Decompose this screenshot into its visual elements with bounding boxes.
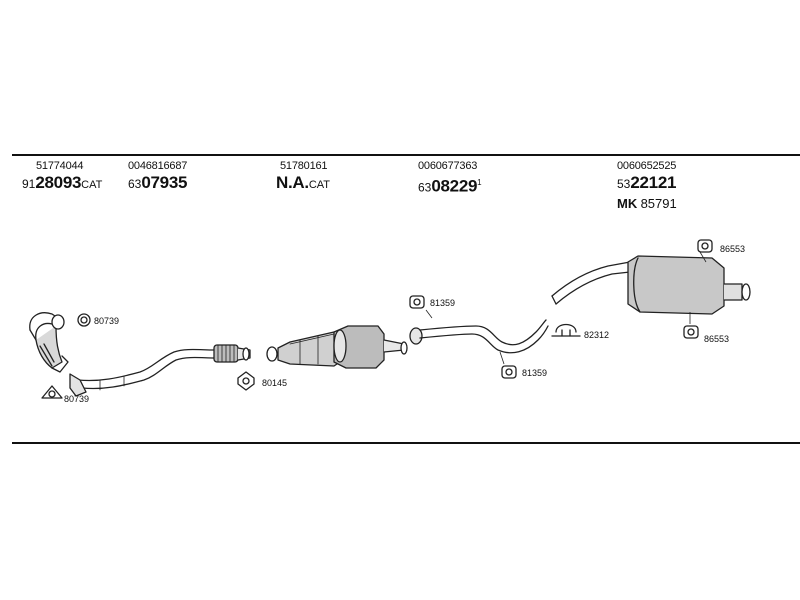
- code-prefix: 63: [128, 177, 142, 191]
- flex-pipe: [213, 344, 251, 363]
- code-suffix: 1: [477, 178, 482, 187]
- gasket-80145: [237, 371, 255, 391]
- callout-86553-top: 86553: [720, 244, 745, 254]
- callout-81359-bottom: 81359: [522, 368, 547, 378]
- part-code: 6307935: [128, 173, 187, 194]
- bottom-rule: [12, 442, 800, 444]
- part-column-1: 51774044 9128093CAT: [22, 160, 102, 195]
- oem-number: 0046816687: [128, 160, 188, 172]
- code-main: 07935: [141, 173, 188, 192]
- callout-82312: 82312: [584, 330, 609, 340]
- clamp-82312: [551, 323, 581, 337]
- callout-86553-bottom: 86553: [704, 334, 729, 344]
- oem-number: 51774044: [36, 160, 84, 172]
- code-suffix: CAT: [81, 179, 103, 191]
- hanger-81359-bottom: [501, 365, 517, 379]
- oem-number: 0060652525: [617, 160, 677, 172]
- gasket-80739-bottom: [41, 385, 63, 399]
- part-code: N.A.CAT: [276, 173, 330, 195]
- part-column-3: 51780161 N.A.CAT: [276, 160, 330, 195]
- code-suffix: CAT: [308, 179, 330, 191]
- code-main: 22121: [630, 173, 677, 192]
- hanger-86553-top: [697, 239, 713, 253]
- part-column-2: 0046816687 6307935: [128, 160, 187, 194]
- part-code: 9128093CAT: [22, 173, 102, 195]
- mk-number: 85791: [640, 196, 677, 211]
- leader-line: [499, 351, 505, 365]
- manifold-pipe: [29, 312, 69, 373]
- oem-number: 51780161: [280, 160, 328, 172]
- mounting-kit-code: MK 85791: [617, 196, 677, 211]
- middle-silencer: [333, 325, 408, 369]
- callout-81359-top: 81359: [430, 298, 455, 308]
- oem-number: 0060677363: [418, 160, 478, 172]
- leader-line: [699, 251, 707, 263]
- mk-prefix: MK: [617, 196, 638, 211]
- center-pipe: [409, 319, 549, 354]
- code-main: N.A.: [276, 173, 309, 192]
- part-column-5: 0060652525 5322121 MK 85791: [617, 160, 677, 211]
- hanger-81359-top: [409, 295, 425, 309]
- clamp-80739-top: [77, 313, 91, 327]
- hanger-86553-bottom: [683, 325, 699, 339]
- callout-80739-top: 80739: [94, 316, 119, 326]
- code-main: 08229: [431, 176, 478, 196]
- code-prefix: 91: [22, 177, 36, 191]
- code-prefix: 63: [418, 180, 432, 195]
- top-rule: [12, 154, 800, 156]
- part-column-4: 0060677363 63082291: [418, 160, 482, 197]
- part-code: 63082291: [418, 173, 482, 197]
- leader-line: [425, 309, 433, 319]
- code-main: 28093: [35, 173, 82, 192]
- rear-silencer: [551, 255, 751, 315]
- callout-80739-bottom: 80739: [64, 394, 89, 404]
- code-prefix: 53: [617, 177, 631, 191]
- front-pipe: [69, 348, 215, 397]
- part-code: 5322121: [617, 173, 677, 194]
- callout-80145: 80145: [262, 378, 287, 388]
